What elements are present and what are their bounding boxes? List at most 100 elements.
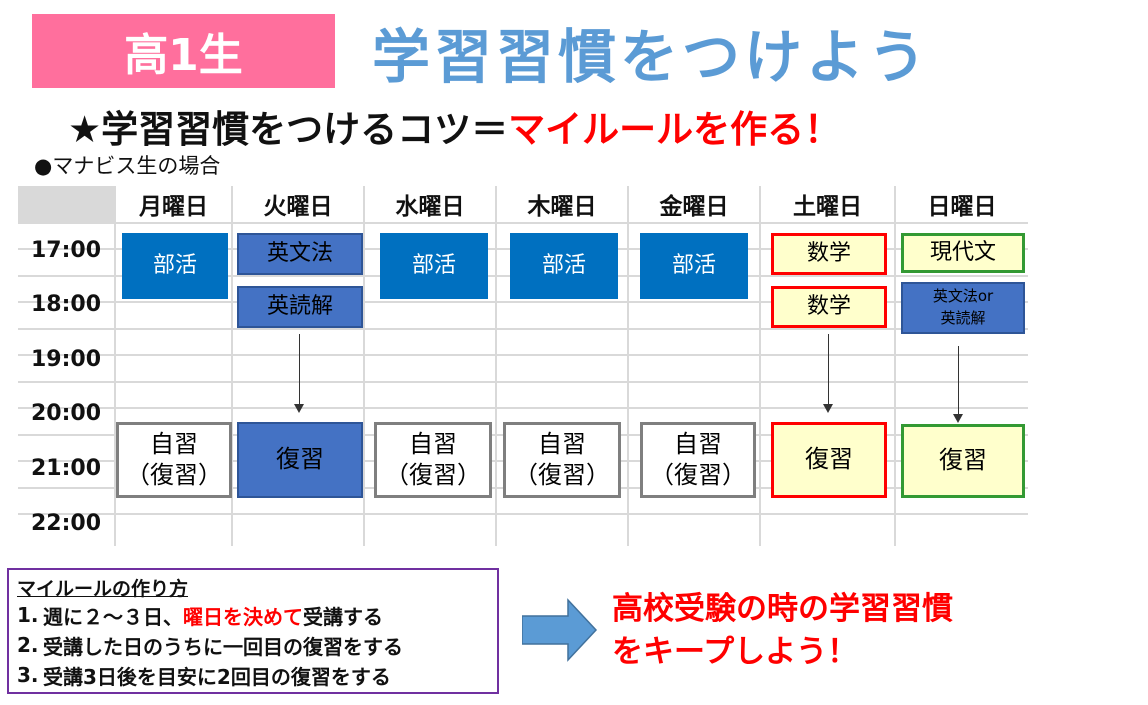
grid-cell (116, 330, 231, 354)
self-study-sub-label: （復習） (650, 461, 746, 489)
grid-cell (497, 515, 627, 546)
time-label: 18:00 (30, 291, 102, 317)
grid-cell (896, 330, 1028, 354)
time-label: 22:00 (30, 510, 102, 536)
grid-cell (761, 515, 894, 546)
grid-cell (761, 356, 894, 381)
rule-text: 受講する (303, 604, 383, 629)
grid-cell (896, 356, 1028, 381)
header-cell (629, 186, 759, 222)
arrow-down-line (299, 334, 300, 406)
event-club: 部活 (640, 233, 748, 299)
grid-cell (233, 330, 363, 354)
event-review: 復習 (237, 422, 363, 498)
grid-cell (18, 462, 114, 487)
event-club: 部活 (122, 233, 228, 299)
event-self-study: 自習 （復習） (374, 422, 492, 498)
grid-cell (497, 330, 627, 354)
grid-cell (18, 489, 114, 513)
event-self-study: 自習 （復習） (503, 422, 621, 498)
arrow-down-icon (953, 414, 963, 423)
page-title: 学習習慣をつけよう (372, 23, 931, 91)
grid-cell (896, 515, 1028, 546)
conclusion-line: 高校受験の時の学習習慣 (612, 591, 953, 627)
arrow-down-line (958, 346, 959, 416)
arrow-down-line (828, 334, 829, 406)
grid-cell (365, 356, 495, 381)
rule-text: 受講した日のうちに一回目の復習をする (43, 634, 403, 659)
rule-number: 2. (17, 633, 39, 657)
header-cell (233, 186, 363, 222)
grid-cell (233, 356, 363, 381)
grid-cell (18, 277, 114, 301)
header-cell (497, 186, 627, 222)
grid-cell (116, 356, 231, 381)
self-study-sub-label: （復習） (514, 461, 610, 489)
grid-cell (896, 383, 1028, 407)
grid-cell (18, 250, 114, 275)
event-self-study: 自習 （復習） (640, 422, 756, 498)
event-lesson-english: 英文法or 英読解 (901, 282, 1025, 334)
conclusion-text: 高校受験の時の学習習慣 をキープしよう！ (612, 588, 1052, 674)
grid-cell (18, 224, 114, 248)
event-lesson-english-line1: 英文法or (932, 287, 994, 306)
header-cell (761, 186, 894, 222)
event-review: 復習 (901, 424, 1025, 498)
grid-cell (365, 330, 495, 354)
grid-cell (18, 303, 114, 328)
grid-cell (365, 383, 495, 407)
grid-cell (116, 515, 231, 546)
grid-cell (629, 303, 759, 328)
grid-cell (365, 515, 495, 546)
case-label: ●マナビス生の場合 (34, 154, 221, 178)
grade-badge: 高1生 (32, 14, 335, 88)
grid-cell (233, 383, 363, 407)
time-label: 21:00 (30, 455, 102, 481)
rule-number: 3. (17, 663, 39, 687)
day-header-fri: 金曜日 (659, 194, 729, 220)
grid-cell (365, 303, 495, 328)
subtitle-emphasis: マイルールを作る！ (508, 108, 842, 151)
grid-cell (18, 383, 114, 407)
grid-cell (629, 383, 759, 407)
rule-text: 週に２～３日、 (43, 604, 183, 629)
grid-cell (116, 383, 231, 407)
grid-cell (629, 330, 759, 354)
grid-cell (233, 515, 363, 546)
event-lesson-math: 数学 (771, 233, 887, 275)
grid-cell (18, 356, 114, 381)
grid-cell (629, 356, 759, 381)
grid-cell (761, 330, 894, 354)
event-club: 部活 (510, 233, 618, 299)
event-club: 部活 (380, 233, 488, 299)
self-study-label: 自習 (538, 429, 586, 458)
grid-cell (761, 383, 894, 407)
day-header-thu: 木曜日 (527, 194, 597, 220)
arrow-down-icon (823, 404, 833, 413)
day-header-mon: 月曜日 (139, 194, 208, 220)
rule-item: 2. 受講した日のうちに一回目の復習をする (17, 630, 489, 660)
header-cell (896, 186, 1028, 222)
day-header-tue: 火曜日 (263, 194, 333, 220)
subtitle: ★学習習慣をつけるコツ＝マイルールを作る！ (68, 100, 841, 152)
grid-cell (497, 303, 627, 328)
rule-item: 1. 週に２～３日、曜日を決めて受講する (17, 600, 489, 630)
grid-cell (18, 436, 114, 460)
event-self-study: 自習 （復習） (116, 422, 232, 498)
self-study-sub-label: （復習） (126, 461, 222, 489)
rule-item: 3. 受講3日後を目安に2回目の復習をする (17, 660, 489, 690)
event-lesson-english-line2: 英読解 (940, 309, 986, 327)
time-label: 17:00 (30, 237, 102, 263)
grid-cell (497, 356, 627, 381)
rules-title: マイルールの作り方 (17, 578, 189, 600)
subtitle-prefix: ★学習習慣をつけるコツ＝ (68, 108, 509, 151)
grid-cell (116, 303, 231, 328)
rule-emphasis: 曜日を決めて (183, 604, 303, 629)
right-arrow-icon (522, 598, 598, 662)
header-cell (116, 186, 231, 222)
event-lesson-math: 数学 (771, 286, 887, 328)
arrow-down-icon (294, 404, 304, 413)
self-study-sub-label: （復習） (385, 461, 481, 489)
time-label: 19:00 (30, 346, 102, 372)
rule-text: 受講3日後を目安に2回目の復習をする (43, 664, 391, 689)
